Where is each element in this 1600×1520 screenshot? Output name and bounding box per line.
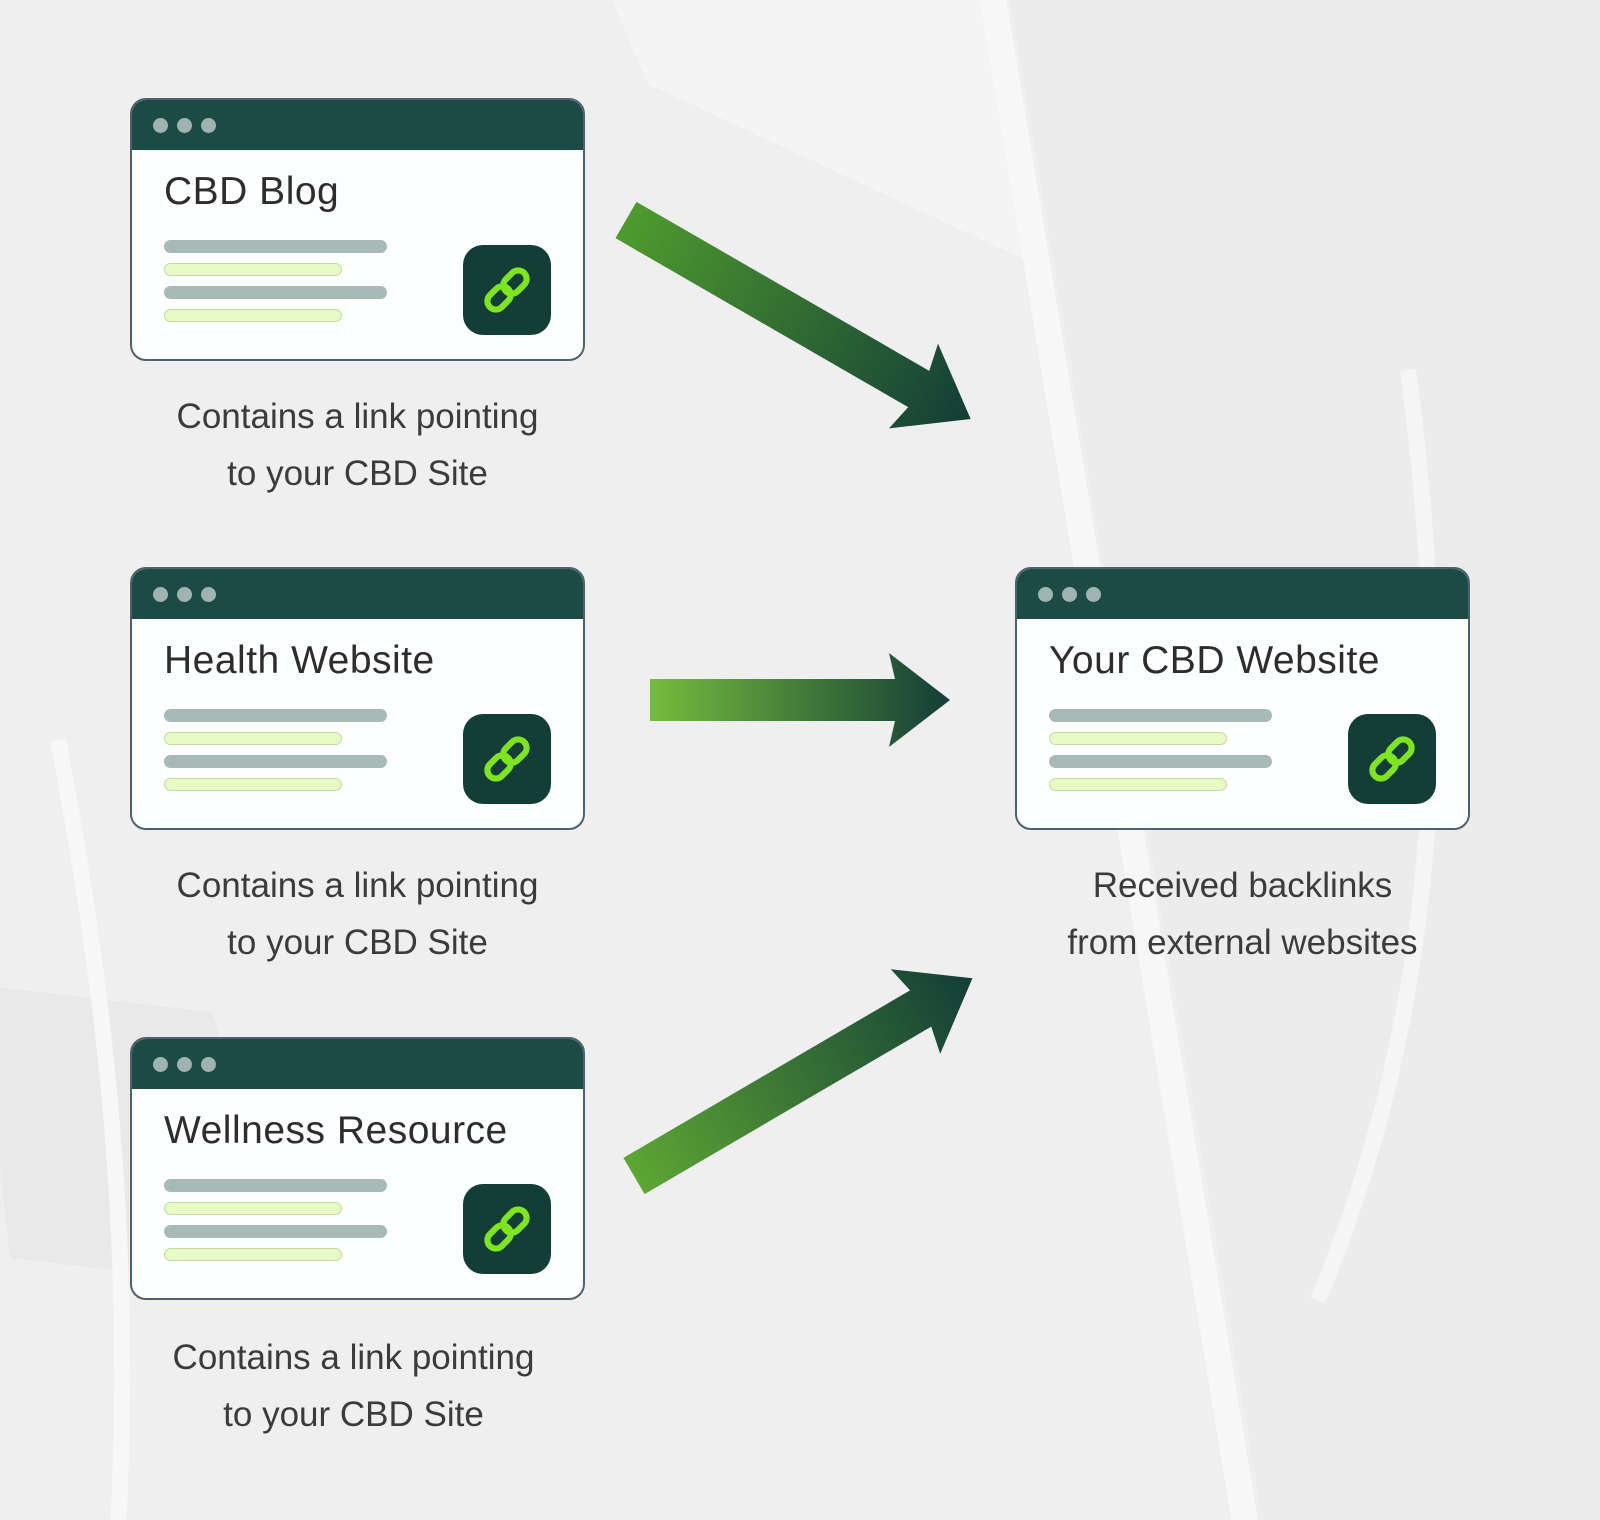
- placeholder-line: [164, 1225, 387, 1238]
- caption-line: to your CBD Site: [223, 1395, 484, 1434]
- caption-line: to your CBD Site: [227, 454, 488, 493]
- card-title: Your CBD Website: [1049, 639, 1380, 682]
- arrow-middle: [650, 653, 950, 747]
- link-icon: [484, 267, 530, 313]
- placeholder-line: [164, 263, 342, 276]
- browser-card-cbd-blog: CBD Blog: [130, 98, 585, 361]
- browser-card-your-cbd-website: Your CBD Website: [1015, 567, 1470, 830]
- caption-line: Contains a link pointing: [176, 397, 539, 436]
- window-dot-icon: [177, 586, 192, 602]
- caption-cbd-blog: Contains a link pointing to your CBD Sit…: [130, 388, 585, 502]
- window-dot-icon: [201, 1056, 216, 1072]
- text-placeholder-lines: [164, 709, 387, 791]
- link-icon: [484, 1206, 530, 1252]
- placeholder-line: [164, 732, 342, 745]
- card-title: Wellness Resource: [164, 1109, 508, 1152]
- card-title: Health Website: [164, 639, 435, 682]
- text-placeholder-lines: [1049, 709, 1272, 791]
- link-icon: [1369, 736, 1415, 782]
- browser-card-wellness-resource: Wellness Resource: [130, 1037, 585, 1300]
- placeholder-line: [164, 1248, 342, 1261]
- window-dot-icon: [177, 1056, 192, 1072]
- placeholder-line: [164, 778, 342, 791]
- arrow-top: [615, 201, 971, 429]
- placeholder-line: [164, 709, 387, 722]
- caption-line: Received backlinks: [1092, 866, 1393, 905]
- placeholder-line: [1049, 755, 1272, 768]
- placeholder-line: [164, 286, 387, 299]
- browser-titlebar: [132, 569, 583, 619]
- window-dot-icon: [201, 586, 216, 602]
- window-dot-icon: [153, 117, 168, 133]
- placeholder-line: [1049, 732, 1227, 745]
- placeholder-line: [1049, 778, 1227, 791]
- window-dot-icon: [1086, 586, 1101, 602]
- text-placeholder-lines: [164, 240, 387, 322]
- link-button[interactable]: [463, 714, 551, 804]
- link-button[interactable]: [463, 245, 551, 335]
- placeholder-line: [164, 1179, 387, 1192]
- placeholder-line: [1049, 709, 1272, 722]
- link-button[interactable]: [1348, 714, 1436, 804]
- caption-line: to your CBD Site: [227, 923, 488, 962]
- caption-wellness-resource: Contains a link pointing to your CBD Sit…: [126, 1329, 581, 1443]
- card-title: CBD Blog: [164, 170, 340, 213]
- caption-line: Contains a link pointing: [172, 1338, 535, 1377]
- browser-card-health-website: Health Website: [130, 567, 585, 830]
- window-dot-icon: [1062, 586, 1077, 602]
- caption-your-cbd-website: Received backlinks from external website…: [1015, 857, 1470, 971]
- window-dot-icon: [153, 586, 168, 602]
- caption-line: from external websites: [1067, 923, 1418, 962]
- link-icon: [484, 736, 530, 782]
- placeholder-line: [164, 1202, 342, 1215]
- browser-titlebar: [1017, 569, 1468, 619]
- arrow-bottom: [623, 969, 973, 1195]
- browser-content: Your CBD Website: [1017, 619, 1468, 828]
- window-dot-icon: [153, 1056, 168, 1072]
- window-dot-icon: [201, 117, 216, 133]
- placeholder-line: [164, 755, 387, 768]
- placeholder-line: [164, 240, 387, 253]
- browser-titlebar: [132, 100, 583, 150]
- placeholder-line: [164, 309, 342, 322]
- browser-content: Health Website: [132, 619, 583, 828]
- caption-line: Contains a link pointing: [176, 866, 539, 905]
- browser-content: Wellness Resource: [132, 1089, 583, 1298]
- link-button[interactable]: [463, 1184, 551, 1274]
- caption-health-website: Contains a link pointing to your CBD Sit…: [130, 857, 585, 971]
- text-placeholder-lines: [164, 1179, 387, 1261]
- browser-titlebar: [132, 1039, 583, 1089]
- window-dot-icon: [177, 117, 192, 133]
- window-dot-icon: [1038, 586, 1053, 602]
- browser-content: CBD Blog: [132, 150, 583, 359]
